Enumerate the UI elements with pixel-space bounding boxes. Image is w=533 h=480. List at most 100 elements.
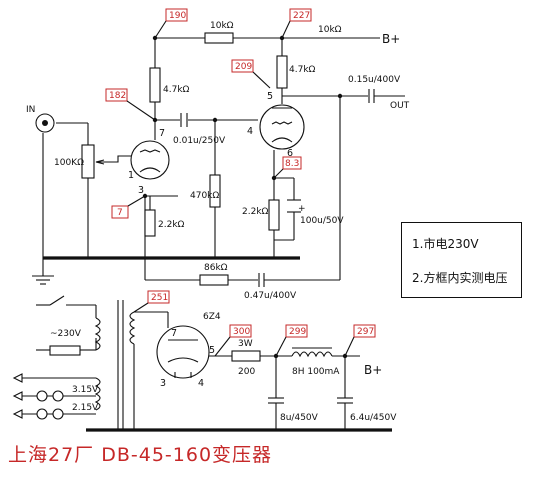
pin-rect-h1: 3 [160, 378, 166, 389]
label-heater-315: 3.15V [72, 385, 99, 395]
pin-v2-grid: 4 [247, 126, 253, 137]
label-b-plus-psu: B+ [364, 363, 382, 377]
test-point-227: 227 [293, 11, 310, 21]
label-mains: ~230V [50, 329, 82, 339]
rectifier-tube-6z4 [156, 325, 210, 379]
test-point-297: 297 [357, 327, 374, 337]
label-pot-100k: 100KΩ [54, 158, 84, 168]
test-point-box [111, 205, 129, 219]
amplifier-wiring [32, 35, 405, 285]
amplifier-components: IN 100KΩ 10kΩ 10kΩ B+ 4.7kΩ 0.01u/250V 7… [26, 21, 410, 301]
test-point-box [229, 324, 252, 338]
test-point-300: 300 [233, 327, 250, 337]
pin-v1-grid: 1 [128, 170, 134, 181]
pilot-lamp-icon [52, 390, 64, 402]
label-b-plus-top: B+ [382, 32, 400, 46]
test-point-leader [275, 336, 287, 357]
label-choke: 8H 100mA [292, 367, 340, 377]
test-points: 190 227 182 209 7 8.3 251 300 299 297 [105, 8, 376, 357]
junction-dot [337, 93, 343, 99]
test-point-leader [344, 336, 355, 357]
test-point-251: 251 [151, 293, 168, 303]
label-c-filter-1: 8u/450V [280, 413, 319, 423]
pilot-lamp-icon [52, 408, 64, 420]
test-point-box [147, 290, 170, 304]
test-point-209: 209 [235, 62, 252, 72]
label-r-470k: 470kΩ [190, 191, 219, 201]
legend-box: 1.市电230V 2.方框内实测电压 [401, 222, 522, 298]
fuse [49, 345, 81, 356]
label-out: OUT [390, 101, 410, 111]
label-heater-215: 2.15V [72, 403, 99, 413]
input-jack-center-icon [42, 120, 48, 126]
pilot-lamp-icon [36, 390, 48, 402]
resistor-10k-a [204, 32, 234, 44]
label-in: IN [26, 105, 35, 115]
hv-secondary-winding-icon [129, 311, 136, 345]
pin-v1-plate: 7 [159, 128, 165, 139]
test-point-leader [126, 100, 156, 121]
pin-rect-h2: 4 [198, 378, 204, 389]
pin-rect-cathode: 5 [209, 345, 215, 356]
tube-v1-cathode-icon [139, 167, 161, 173]
pin-v2-plate: 5 [267, 91, 273, 102]
rectifier-cathode-icon [167, 357, 199, 363]
test-point-190: 190 [169, 11, 186, 21]
resistor-200-3w [231, 350, 261, 362]
pin-v2-cathode: 6 [287, 148, 293, 159]
heater-arrow-icon [12, 373, 23, 383]
tube-v1-grid-icon [139, 149, 161, 153]
test-point-box [282, 156, 302, 170]
test-point-leader [133, 302, 149, 313]
label-r-2k2-left: 2.2kΩ [158, 220, 185, 230]
choke-icon [291, 351, 333, 358]
test-point-7: 7 [117, 208, 123, 218]
label-c-coupling: 0.01u/250V [173, 136, 226, 146]
test-point-leader [281, 20, 291, 39]
test-point-8-3: 8.3 [285, 159, 299, 169]
pilot-lamp-icon [36, 408, 48, 420]
label-rectifier: 6Z4 [203, 312, 221, 322]
label-c-out: 0.15u/400V [348, 75, 401, 85]
label-r-10k-b: 10kΩ [318, 25, 342, 35]
label-r-86k: 86kΩ [204, 263, 228, 273]
legend-line-2: 2.方框内实测电压 [412, 271, 508, 285]
label-r-10k-a: 10kΩ [210, 21, 234, 31]
test-point-box [285, 324, 308, 338]
pot-wiper-arrow-icon [95, 159, 105, 165]
label-r-2k2-right: 2.2kΩ [242, 207, 269, 217]
test-point-box [353, 324, 376, 338]
primary-winding-icon [94, 317, 101, 351]
resistor-470k [209, 174, 221, 208]
test-point-box [105, 88, 128, 102]
label-c-cathode: 100u/50V [300, 216, 344, 226]
resistor-2k2-left [144, 209, 156, 237]
volume-pot [81, 144, 95, 179]
test-point-box [231, 59, 254, 73]
transformer-caption: 上海27厂 DB-45-160变压器 [8, 444, 273, 466]
test-point-leader [127, 195, 146, 207]
label-r-4k7-right: 4.7kΩ [289, 65, 316, 75]
resistor-4k7-right [276, 55, 288, 89]
bypass-cap-plus-icon: + [298, 204, 306, 214]
test-point-leader [273, 168, 284, 179]
pin-rect-plate: 7 [171, 328, 177, 339]
tube-v2-grid-icon [271, 121, 293, 125]
label-r-3w: 3W [238, 339, 253, 349]
test-point-box [289, 8, 312, 22]
heater-arrow-icon [12, 409, 23, 419]
label-r-4k7-left: 4.7kΩ [163, 85, 190, 95]
test-point-leader [252, 71, 271, 89]
test-point-leader [214, 336, 231, 357]
label-c-fb: 0.47u/400V [244, 291, 297, 301]
heater-winding-icon [94, 377, 101, 411]
label-r-200: 200 [238, 367, 255, 377]
test-point-leader [154, 20, 167, 39]
test-point-182: 182 [109, 91, 126, 101]
resistor-4k7-left [149, 67, 161, 103]
tube-v2-cathode-icon [271, 137, 293, 143]
wiper-to-grid-wire [96, 155, 138, 163]
resistor-2k2-right [268, 199, 280, 231]
legend-line-1: 1.市电230V [412, 237, 479, 251]
